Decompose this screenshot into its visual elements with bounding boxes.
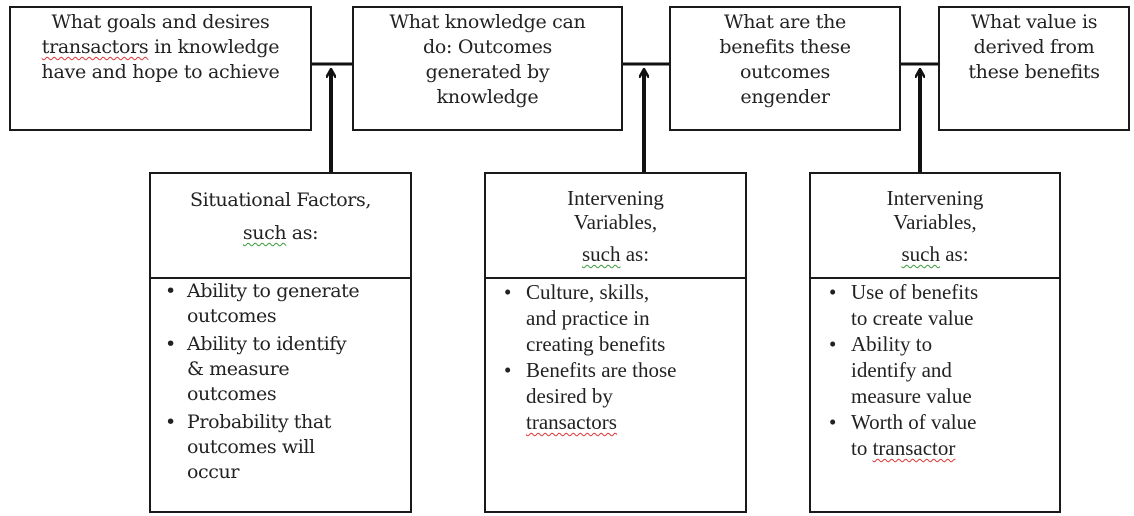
benefits-box: What are the benefits these outcomes eng… [669, 6, 901, 131]
flagged-word-transactors: transactors [41, 36, 149, 58]
such-as-line: such as: [151, 221, 410, 246]
heading-line: Situational Factors, [190, 189, 371, 211]
situational-factors-heading: Situational Factors, such as: [151, 174, 410, 279]
as-text: as: [286, 222, 319, 244]
situational-factors-list: Ability to generate outcomes Ability to … [151, 279, 410, 511]
goals-box: What goals and desires transactors in kn… [9, 6, 312, 131]
item-line: Culture, skills, [526, 280, 650, 304]
as-text: as: [620, 242, 650, 266]
list-item: Use of benefits to create value [827, 279, 1053, 331]
item-line: desired by [526, 384, 613, 408]
value-box: What value is derived from these benefit… [938, 6, 1130, 131]
list-item: Ability to identify and measure value [827, 331, 1053, 409]
flagged-word-such: such [242, 222, 287, 244]
as-text: as: [939, 242, 969, 266]
goals-line-1: What goals and desires [51, 11, 270, 33]
outcomes-line-1: What knowledge can [389, 11, 586, 33]
value-line-2: derived from [973, 36, 1095, 58]
flagged-word-transactors: transactors [526, 410, 617, 434]
item-line: Benefits are those [526, 358, 677, 382]
item-line: outcomes [187, 383, 277, 405]
list-item: Culture, skills, and practice in creatin… [502, 279, 739, 357]
flagged-word-transactor: transactor [872, 436, 956, 460]
situational-factors-box: Situational Factors, such as: Ability to… [149, 172, 412, 513]
list-item: Benefits are those desired by transactor… [502, 357, 739, 435]
outcomes-line-3: generated by [425, 61, 550, 83]
value-line-3: these benefits [968, 61, 1100, 83]
item-line: Worth of value [851, 410, 977, 434]
intervening-variables-box-2: Intervening Variables, such as: Use of b… [809, 172, 1061, 513]
flagged-word-such: such [581, 242, 621, 266]
item-line: to transactor [851, 436, 956, 460]
heading-line: Intervening [886, 186, 984, 210]
item-line: Ability to generate [187, 280, 360, 302]
list-item: Ability to identify & measure outcomes [163, 332, 404, 407]
intervening-variables-box-1: Intervening Variables, such as: Culture,… [484, 172, 747, 513]
heading-line: Variables, [893, 210, 977, 234]
such-as-line: such as: [811, 242, 1059, 266]
item-line: measure value [851, 384, 972, 408]
item-line: transactors [526, 409, 739, 435]
value-line-1: What value is [970, 11, 1098, 33]
item-line: outcomes [187, 305, 277, 327]
list-item: Worth of value to transactor [827, 409, 1053, 461]
item-line: creating benefits [526, 332, 666, 356]
item-line: & measure [187, 358, 290, 380]
intervening-variables-heading-2: Intervening Variables, such as: [811, 174, 1059, 279]
outcomes-line-2: do: Outcomes [423, 36, 552, 58]
outcomes-box: What knowledge can do: Outcomes generate… [352, 6, 623, 131]
benefits-line-2: benefits these [719, 36, 851, 58]
list-item: Probability that outcomes will occur [163, 410, 404, 485]
benefits-line-3: outcomes [739, 61, 830, 83]
item-line: outcomes will [187, 436, 315, 458]
item-line: to create value [851, 306, 974, 330]
item-line: Ability to identify [187, 333, 347, 355]
item-line: and practice in [526, 306, 650, 330]
outcomes-line-4: knowledge [436, 86, 539, 108]
list-item: Ability to generate outcomes [163, 279, 404, 329]
intervening-variables-list-2: Use of benefits to create value Ability … [811, 279, 1059, 511]
item-line: Probability that [187, 411, 332, 433]
item-line: identify and [851, 358, 952, 382]
item-line: occur [187, 461, 240, 483]
goals-line-2: transactors in knowledge [41, 36, 280, 58]
item-line: Ability to [851, 332, 933, 356]
intervening-variables-list-1: Culture, skills, and practice in creatin… [486, 279, 745, 511]
benefits-line-1: What are the [724, 11, 846, 33]
heading-line: Variables, [573, 210, 658, 234]
goals-line-3: have and hope to achieve [41, 61, 280, 83]
flagged-word-such: such [901, 242, 940, 266]
benefits-line-4: engender [740, 86, 830, 108]
such-as-line: such as: [486, 242, 745, 266]
item-line: Use of benefits [851, 280, 979, 304]
intervening-variables-heading-1: Intervening Variables, such as: [486, 174, 745, 279]
heading-line: Intervening [567, 186, 664, 210]
